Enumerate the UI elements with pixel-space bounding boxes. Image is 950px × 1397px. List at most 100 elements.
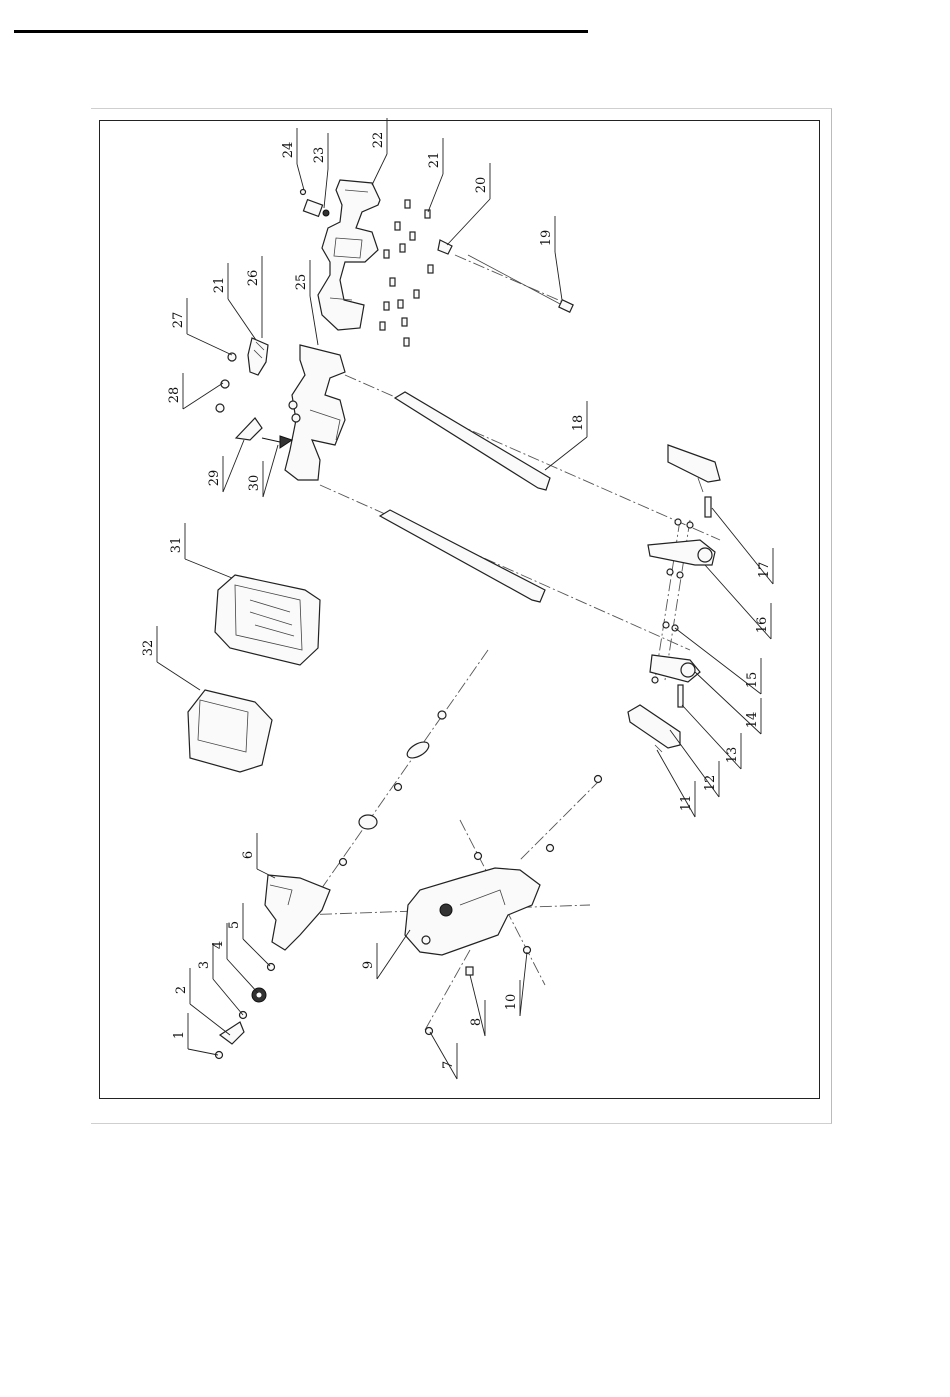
screw-set xyxy=(380,200,433,346)
leader-line xyxy=(157,662,200,690)
callout-number: 8 xyxy=(469,1018,484,1026)
callout-number: 23 xyxy=(312,147,327,164)
callout-number: 4 xyxy=(211,941,226,949)
callout-number: 5 xyxy=(227,921,242,929)
leader-line xyxy=(190,1004,230,1035)
callout-21: 21 xyxy=(427,138,443,212)
callout-18: 18 xyxy=(545,401,587,470)
callout-number: 25 xyxy=(294,274,309,291)
callout-2: 2 xyxy=(174,968,230,1035)
callout-13: 13 xyxy=(682,705,741,769)
front-fork-part xyxy=(265,875,330,950)
callout-number: 22 xyxy=(371,132,386,149)
leader-line xyxy=(310,296,318,345)
callout-number: 17 xyxy=(757,562,772,579)
latch-bracket-part xyxy=(248,338,268,375)
callout-number: 6 xyxy=(241,851,256,859)
leader-line xyxy=(372,154,387,185)
front-wheel-hardware xyxy=(216,964,275,1059)
leader-line xyxy=(447,199,490,245)
hinge-lower-part xyxy=(650,655,700,707)
leader-line xyxy=(257,869,275,878)
callout-number: 28 xyxy=(167,387,182,404)
callout-17: 17 xyxy=(712,508,773,584)
battery-cover-part xyxy=(215,575,320,665)
callout-number: 20 xyxy=(474,177,489,194)
callout-5: 5 xyxy=(227,903,270,966)
callout-number: 11 xyxy=(679,795,694,812)
leader-line xyxy=(188,1049,218,1055)
leader-line xyxy=(324,169,328,208)
main-body-part xyxy=(405,868,540,955)
leader-line xyxy=(213,979,243,1015)
callout-27: 26 xyxy=(246,256,262,338)
callout-28: 27 xyxy=(171,298,232,355)
callout-6: 6 xyxy=(241,833,275,878)
foot-pedal-lower xyxy=(628,705,680,752)
callout-number: 29 xyxy=(207,470,222,487)
callout-8: 8 xyxy=(469,975,485,1036)
callout-number: 16 xyxy=(755,617,770,634)
callout-30: 29 xyxy=(207,440,244,492)
callout-23: 23 xyxy=(312,133,328,208)
callout-3: 3 xyxy=(197,943,243,1015)
leader-line xyxy=(297,164,304,190)
callout-number: 21 xyxy=(212,277,227,294)
callout-number: 30 xyxy=(247,475,262,492)
callout-32: 31 xyxy=(169,523,232,578)
upper-column-part xyxy=(285,345,345,480)
callout-number: 27 xyxy=(171,312,186,329)
lower-tube-part xyxy=(380,510,545,602)
callout-number: 7 xyxy=(441,1061,456,1069)
leader-line xyxy=(430,1032,457,1079)
callout-number: 14 xyxy=(745,712,760,729)
callout-number: 18 xyxy=(571,415,586,432)
callout-number: 15 xyxy=(745,672,760,689)
spacers-15 xyxy=(663,519,693,631)
upper-tube-part xyxy=(395,392,550,490)
leader-line xyxy=(520,952,527,1016)
callout-20: 20 xyxy=(447,163,490,245)
callout-number: 2 xyxy=(174,986,189,994)
leader-line xyxy=(223,440,244,492)
callout-number: 12 xyxy=(703,775,718,792)
leader-line xyxy=(263,445,278,497)
leader-line xyxy=(228,299,256,340)
leader-line xyxy=(377,930,410,979)
leader-line xyxy=(545,437,587,470)
callout-number: 32 xyxy=(141,640,156,657)
callout-number: 1 xyxy=(172,1031,187,1039)
callout-number: 13 xyxy=(725,747,740,764)
callout-number: 31 xyxy=(169,537,184,554)
lever-part xyxy=(236,418,262,440)
callout-number: 19 xyxy=(539,230,554,247)
callout-22: 22 xyxy=(371,118,387,185)
callout-31: 30 xyxy=(247,445,278,497)
callout-29: 28 xyxy=(167,373,223,409)
callout-12: 12 xyxy=(670,730,719,797)
callout-9: 9 xyxy=(361,930,410,979)
callout-1: 1 xyxy=(172,1013,218,1055)
callout-11: 11 xyxy=(657,750,695,817)
callout-number: 21 xyxy=(427,152,442,169)
callout-33: 32 xyxy=(141,626,200,690)
top-frame-part xyxy=(318,180,380,330)
callout-number: 26 xyxy=(246,270,261,287)
spring-part xyxy=(262,436,292,448)
battery-part xyxy=(188,690,272,772)
callout-19: 19 xyxy=(539,216,562,300)
fasteners-27-28 xyxy=(216,353,236,412)
axle-hardware xyxy=(340,711,447,866)
callout-25: 25 xyxy=(294,260,318,345)
leader-line xyxy=(428,174,443,212)
hinge-upper-part xyxy=(648,497,715,565)
leader-line xyxy=(185,559,232,578)
leader-line xyxy=(555,252,562,300)
callout-number: 24 xyxy=(281,142,296,159)
callout-10: 10 xyxy=(504,952,527,1016)
leader-line xyxy=(243,939,270,966)
leader-line xyxy=(227,959,258,993)
callout-7: 7 xyxy=(430,1032,457,1079)
leader-line xyxy=(187,334,232,355)
